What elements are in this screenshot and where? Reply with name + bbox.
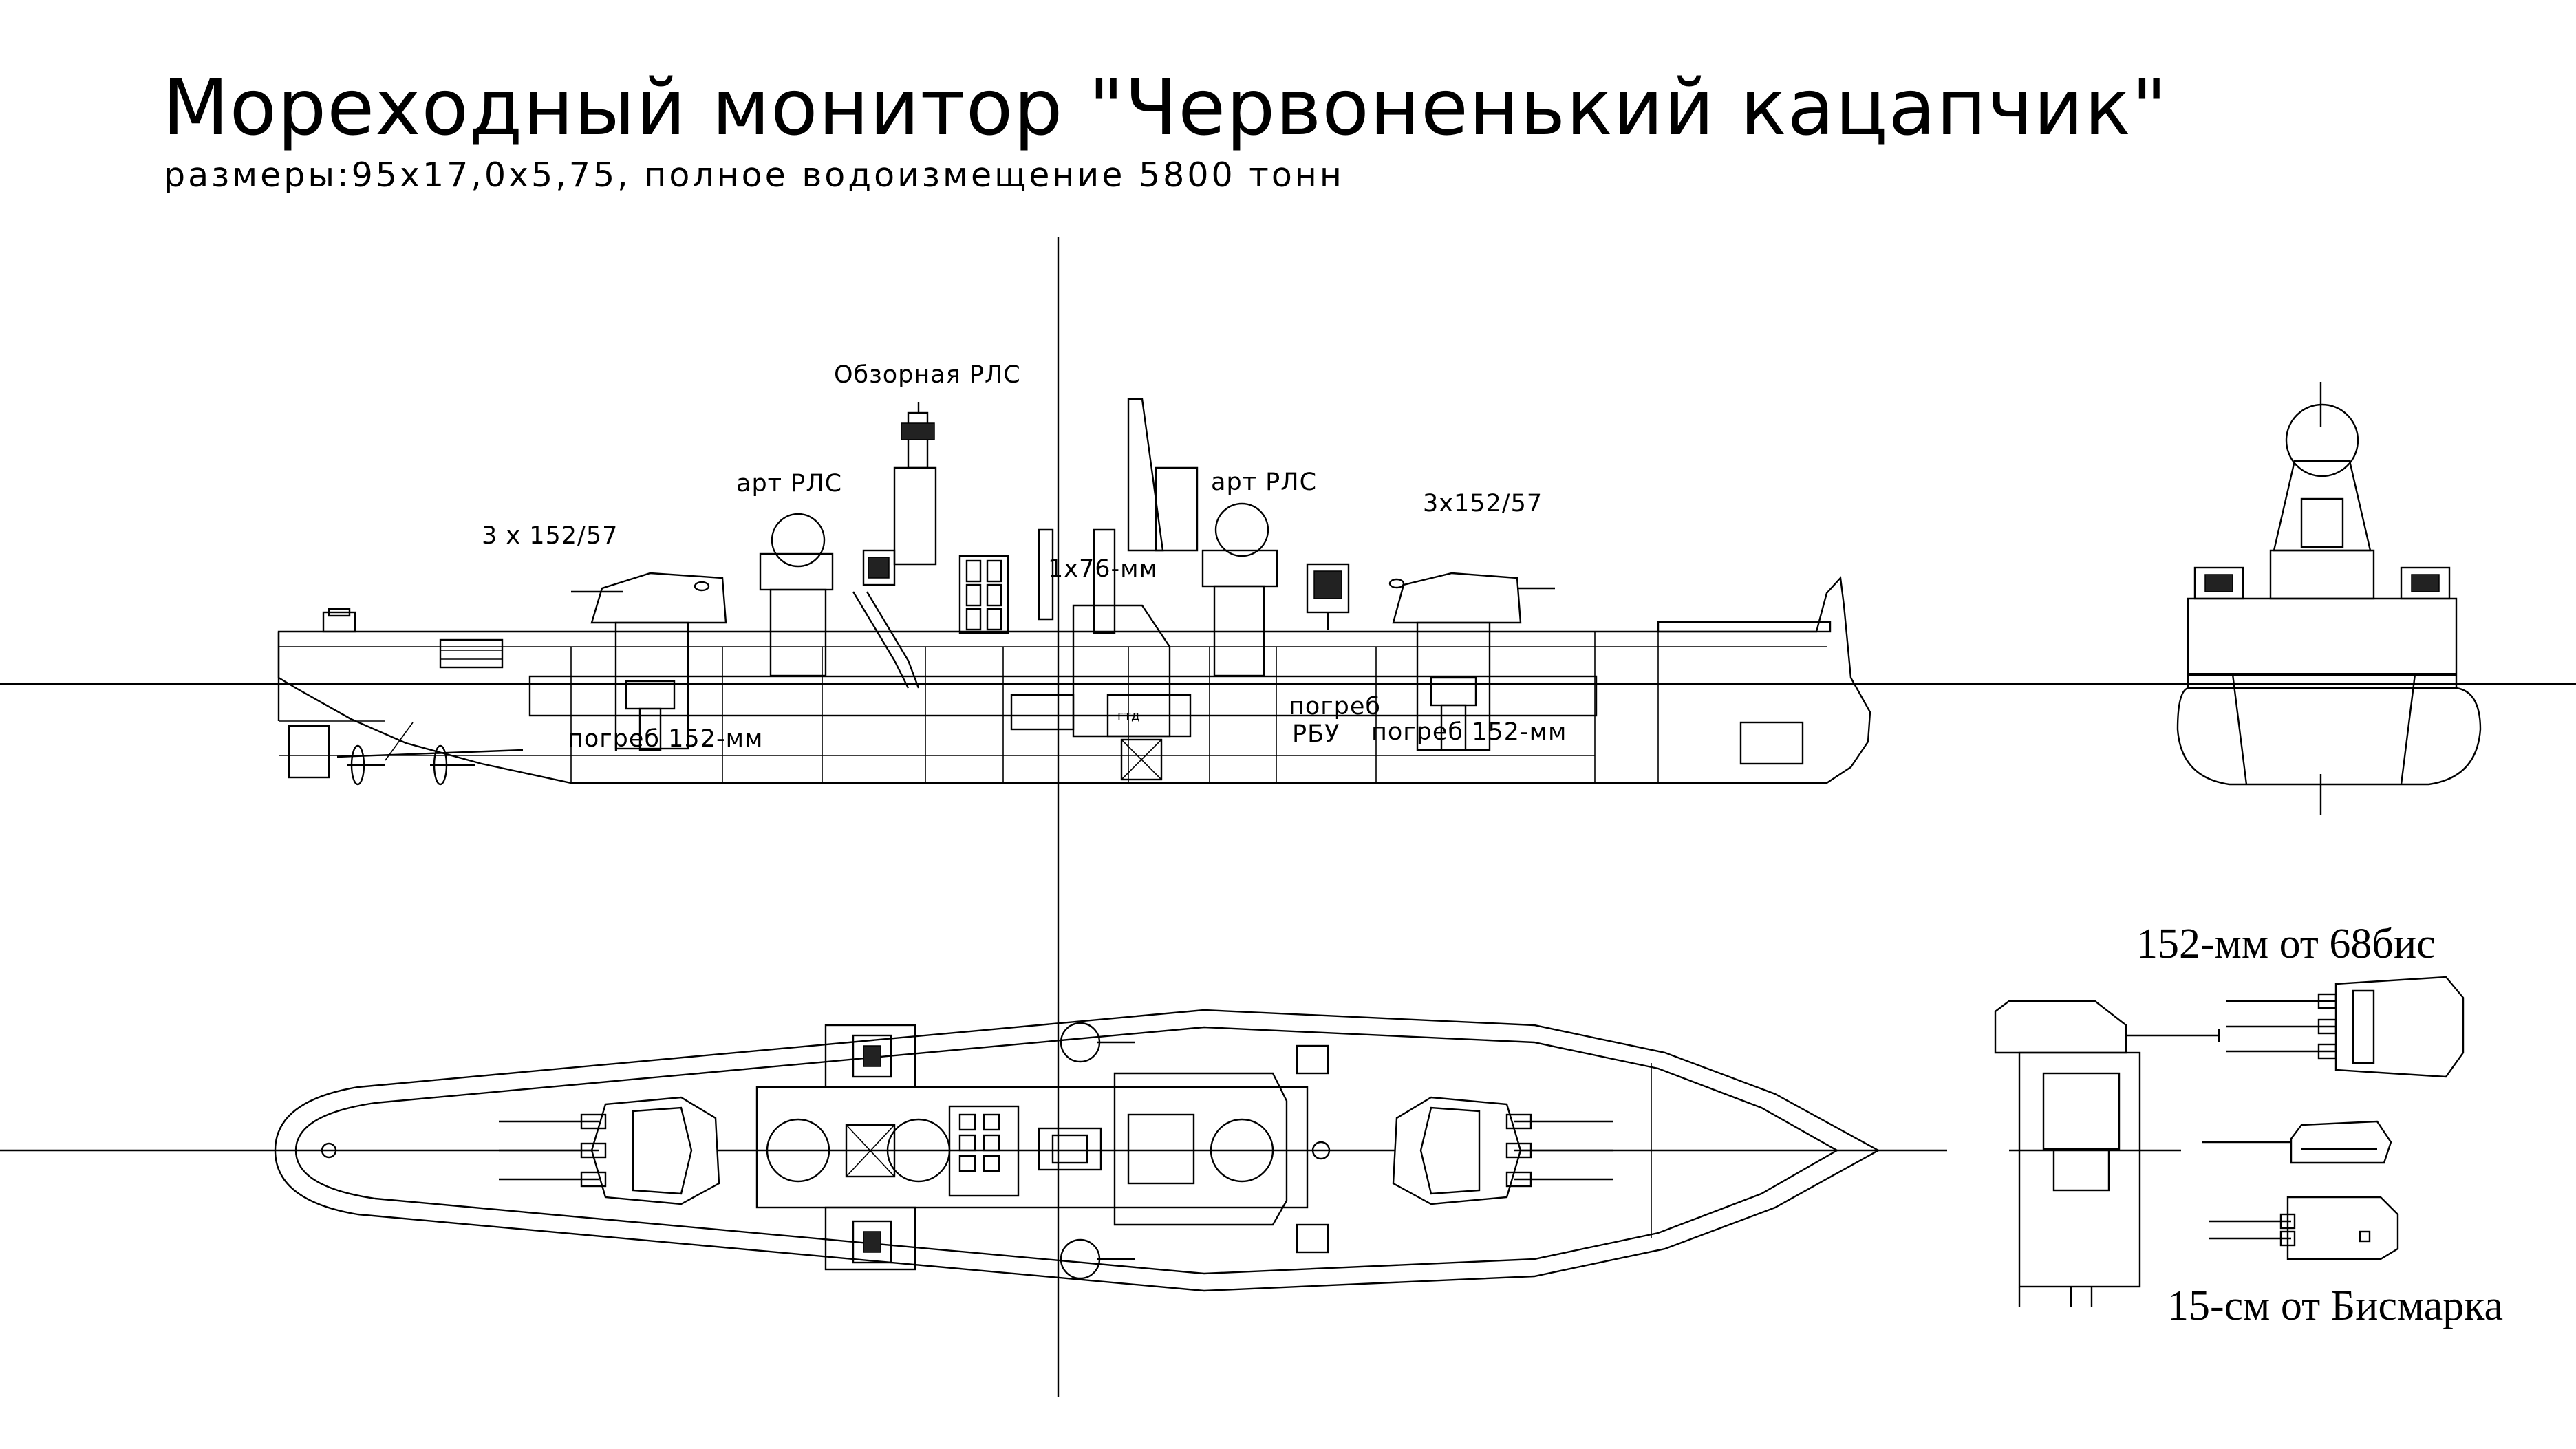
detail-bismarck-plan	[2209, 1196, 2399, 1260]
side-mounts-plan	[1060, 1022, 1135, 1280]
ciws-mount	[862, 549, 896, 586]
label-76mm: 1х76-мм	[1048, 555, 1158, 583]
rbu-launcher-1	[1296, 1044, 1329, 1075]
section-radar-dome	[2285, 403, 2359, 477]
drawing-title: Мореходный монитор "Червоненький кацапчи…	[162, 63, 2168, 153]
superstructure-plan	[755, 1024, 1309, 1271]
axis-lines	[0, 237, 2576, 1397]
label-magazine-rbu-1: погреб	[1289, 693, 1381, 720]
label-turret-aft: 3 х 152/57	[482, 522, 618, 550]
drawing-subtitle: размеры:95х17,0х5,75, полное водоизмещен…	[164, 155, 1344, 195]
detail-bismarck-side	[2202, 1120, 2392, 1164]
section-mount-left	[2193, 566, 2244, 600]
aft-mount	[322, 611, 356, 633]
gas-turbine	[1010, 604, 1192, 738]
rbu-crate	[1120, 738, 1163, 781]
survey-radar-mast	[907, 411, 929, 469]
label-art-radar-fwd: арт РЛС	[1211, 469, 1317, 496]
label-turret-fwd: 3х152/57	[1423, 490, 1543, 517]
art-radar-dome-aft	[771, 513, 826, 568]
fwd-turret-side	[1388, 572, 1555, 751]
survey-radar-antenna	[901, 422, 935, 440]
label-survey-radar: Обзорная РЛС	[834, 361, 1021, 389]
section-mount-right	[2400, 566, 2451, 600]
fwd-turret-plan	[1392, 1096, 1613, 1205]
hull-plan-inner	[294, 1026, 1839, 1275]
aa-mount-fwd	[1306, 563, 1350, 630]
bow-compartment	[1739, 721, 1804, 765]
forecastle-step	[1657, 621, 1832, 633]
aft-turret-side	[571, 572, 727, 751]
label-gun-68bis: 152-мм от 68бис	[2136, 921, 2436, 967]
aft-mount-plan	[321, 1142, 337, 1159]
shaft-line	[336, 749, 524, 758]
label-magazine-rbu-2: РБУ	[1292, 720, 1340, 748]
vls-cells	[958, 555, 1009, 634]
label-art-radar-aft: арт РЛС	[736, 470, 842, 497]
funnel-right	[1093, 528, 1116, 634]
funnel-left	[1038, 528, 1054, 621]
art-radar-mast-aft	[769, 588, 827, 677]
label-gtd: гтд	[1117, 709, 1139, 723]
torpedo-launcher	[439, 638, 504, 669]
side-profile: Обзорная РЛС арт РЛС арт РЛС 3 х 152/57 …	[277, 361, 1871, 786]
skeg	[385, 722, 414, 761]
label-magazine-fwd: погреб 152-мм	[1371, 718, 1567, 746]
bulkheads	[570, 632, 1659, 783]
detail-68bis-plan	[2226, 976, 2465, 1078]
art-radar-dome-fwd	[1214, 502, 1269, 557]
gun-detail: 152-мм от 68бис 15-см от Бисмарка	[1994, 921, 2503, 1329]
label-magazine-aft: погреб 152-мм	[568, 725, 763, 753]
ciws-plan	[852, 1034, 892, 1264]
art-radar-mast-fwd	[1213, 585, 1265, 677]
section-hull	[2176, 687, 2482, 786]
rbu-launcher-2	[1296, 1223, 1329, 1254]
label-gun-bismarck: 15-см от Бисмарка	[2167, 1282, 2503, 1329]
citadel-box	[528, 675, 1598, 717]
propeller-2	[430, 744, 475, 786]
detail-barbette	[2018, 1051, 2141, 1288]
detail-turret-side	[1994, 1000, 2127, 1054]
fwd-mount-plan	[1311, 1141, 1331, 1160]
cross-section	[2176, 403, 2482, 786]
propeller-1	[347, 744, 385, 786]
aft-turret-plan	[499, 1096, 720, 1205]
main-mast	[893, 466, 937, 566]
76mm-mast-left	[1127, 398, 1164, 552]
section-superstructure	[2269, 549, 2375, 600]
rudder-box	[288, 724, 330, 779]
section-mast	[2273, 460, 2372, 552]
hull-plan-outer	[274, 1009, 1880, 1292]
76mm-mast-right	[1155, 466, 1199, 552]
aft-mount-top	[328, 608, 351, 617]
hull-side	[277, 576, 1871, 784]
plan-view	[274, 1009, 1880, 1292]
art-radar-base-aft	[759, 552, 834, 591]
